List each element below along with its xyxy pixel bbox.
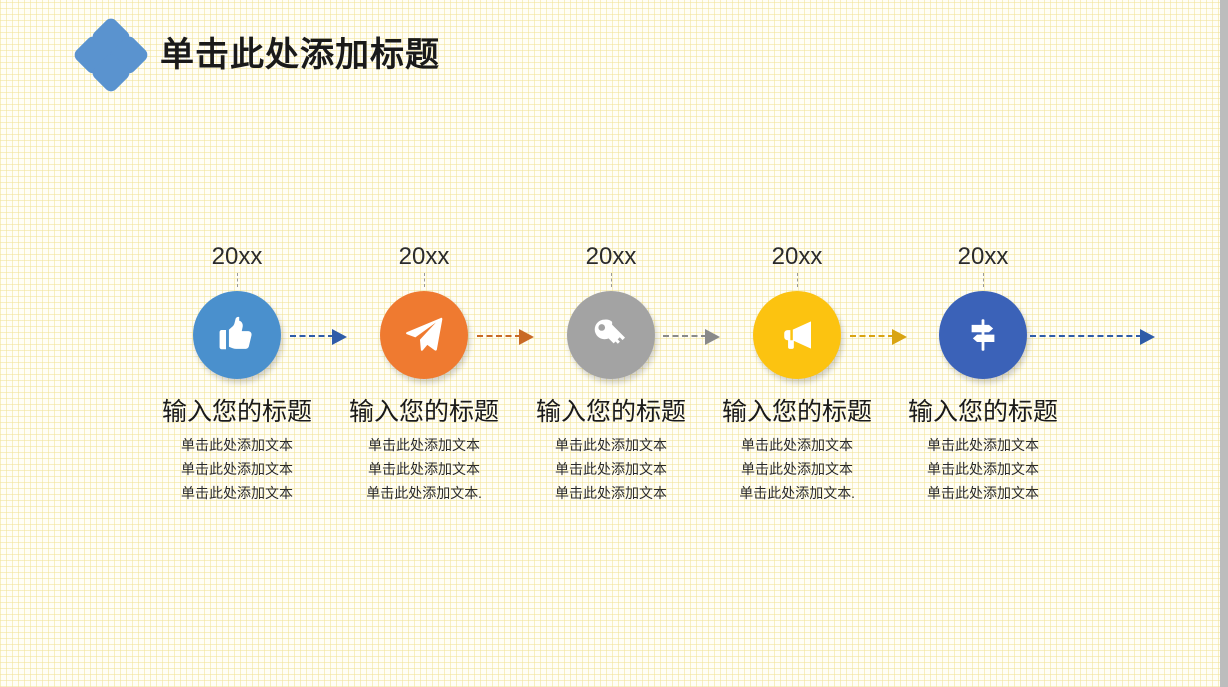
step-tick: [236, 273, 238, 287]
timeline-step[interactable]: 20xx 输入您的标题 单击此处添加文本 单击此处添加文本 单击此处添加文本: [888, 245, 1078, 507]
thumbs-up-icon: [215, 313, 259, 357]
connector-arrow-3: [663, 329, 729, 345]
step-tick: [796, 273, 798, 287]
step-tick: [982, 273, 984, 287]
step-body-line: 单击此处添加文本: [927, 438, 1039, 454]
step-body-line: 单击此处添加文本.: [366, 486, 482, 502]
step-icon-circle[interactable]: [567, 291, 655, 379]
timeline-step[interactable]: 20xx 输入您的标题 单击此处添加文本 单击此处添加文本 单击此处添加文本.: [702, 245, 892, 507]
step-body: 单击此处添加文本 单击此处添加文本 单击此处添加文本: [142, 435, 332, 507]
step-body-line: 单击此处添加文本: [368, 438, 480, 454]
step-body-line: 单击此处添加文本: [181, 438, 293, 454]
timeline-step[interactable]: 20xx 输入您的标题 单击此处添加文本 单击此处添加文本 单击此处添加文本.: [329, 245, 519, 507]
key-icon: [590, 314, 632, 356]
page-title: 单击此处添加标题: [160, 36, 440, 74]
arrow-right-icon: [519, 329, 534, 345]
connector-dashes: [850, 335, 894, 337]
step-body: 单击此处添加文本 单击此处添加文本 单击此处添加文本: [888, 435, 1078, 507]
megaphone-icon: [776, 314, 818, 356]
step-title: 输入您的标题: [161, 399, 312, 426]
connector-dashes: [477, 335, 521, 337]
step-body-line: 单击此处添加文本: [555, 462, 667, 478]
step-body: 单击此处添加文本 单击此处添加文本 单击此处添加文本.: [702, 435, 892, 507]
step-year: 20xx: [771, 243, 823, 270]
step-year: 20xx: [211, 243, 263, 270]
step-body-line: 单击此处添加文本: [555, 486, 667, 502]
step-title: 输入您的标题: [721, 399, 872, 426]
arrow-right-icon: [1140, 329, 1155, 345]
step-icon-circle[interactable]: [193, 291, 281, 379]
arrow-right-icon: [332, 329, 347, 345]
step-body-line: 单击此处添加文本: [181, 462, 293, 478]
step-body-line: 单击此处添加文本: [368, 462, 480, 478]
step-tick: [423, 273, 425, 287]
timeline-step[interactable]: 20xx 输入您的标题 单击此处添加文本 单击此处添加文本 单击此处添加文本: [516, 245, 706, 507]
paper-plane-icon: [402, 313, 446, 357]
step-body-line: 单击此处添加文本: [927, 486, 1039, 502]
arrow-right-icon: [892, 329, 907, 345]
step-body: 单击此处添加文本 单击此处添加文本 单击此处添加文本: [516, 435, 706, 507]
step-body-line: 单击此处添加文本: [741, 438, 853, 454]
slide-header: 单击此处添加标题: [71, 15, 440, 95]
step-icon-circle[interactable]: [380, 291, 468, 379]
step-body: 单击此处添加文本 单击此处添加文本 单击此处添加文本.: [329, 435, 519, 507]
connector-dashes: [663, 335, 707, 337]
step-year: 20xx: [957, 243, 1009, 270]
step-icon-circle[interactable]: [753, 291, 841, 379]
signpost-icon: [962, 314, 1004, 356]
step-body-line: 单击此处添加文本.: [739, 486, 855, 502]
connector-arrow-2: [477, 329, 543, 345]
step-title: 输入您的标题: [535, 399, 686, 426]
timeline-step[interactable]: 20xx 输入您的标题 单击此处添加文本 单击此处添加文本 单击此处添加文本: [142, 245, 332, 507]
connector-arrow-4: [850, 329, 916, 345]
step-body-line: 单击此处添加文本: [927, 462, 1039, 478]
step-year: 20xx: [398, 243, 450, 270]
step-year: 20xx: [585, 243, 637, 270]
step-tick: [610, 273, 612, 287]
step-title: 输入您的标题: [348, 399, 499, 426]
step-title: 输入您的标题: [907, 399, 1058, 426]
arrow-right-icon: [705, 329, 720, 345]
connector-dashes: [290, 335, 334, 337]
connector-arrow-end: [1030, 329, 1165, 345]
step-body-line: 单击此处添加文本: [741, 462, 853, 478]
step-icon-circle[interactable]: [939, 291, 1027, 379]
step-body-line: 单击此处添加文本: [555, 438, 667, 454]
connector-dashes: [1030, 335, 1142, 337]
connector-arrow-1: [290, 329, 356, 345]
step-body-line: 单击此处添加文本: [181, 486, 293, 502]
